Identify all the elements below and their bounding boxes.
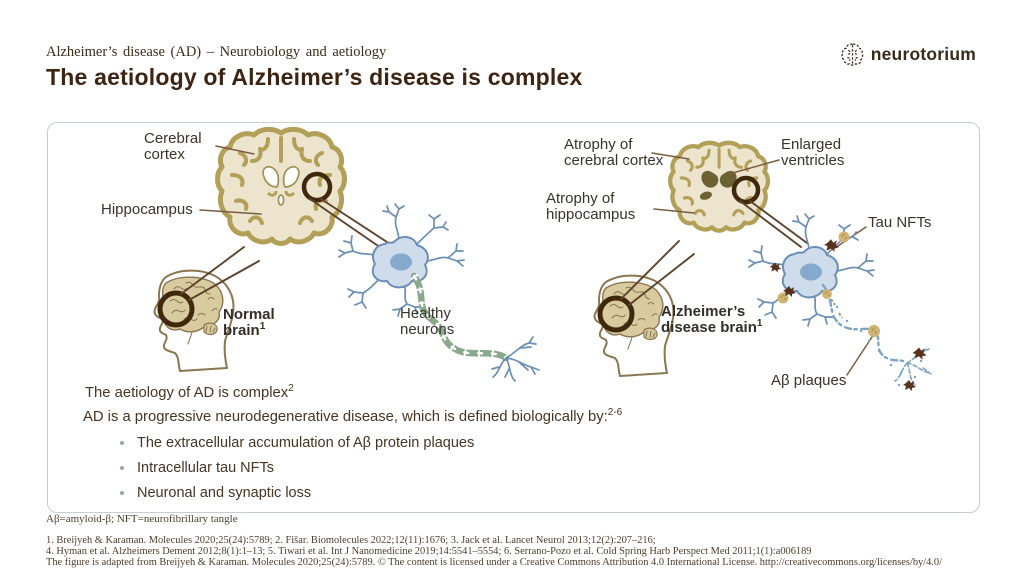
abbreviations-line: Aβ=amyloid-β; NFT=neurofibrillary tangle — [46, 513, 238, 525]
statement-line-1: The aetiology of AD is complex2 — [85, 383, 294, 401]
label-enlarged-ventricles: Enlarged ventricles — [781, 136, 845, 170]
bullet-dot-icon — [120, 441, 124, 445]
label-healthy-neurons: Healthy neurons — [400, 305, 455, 339]
references-block: 1. Breijyeh & Karaman. Molecules 2020;25… — [46, 535, 942, 569]
label-atrophy-cerebral-cortex: Atrophy of cerebral cortex — [564, 136, 664, 170]
label-tau-nfts: Tau NFTs — [868, 214, 932, 231]
label-normal-brain: Normal brain1 — [223, 306, 275, 340]
brain-logo-icon — [840, 42, 865, 67]
statement-bullets: The extracellular accumulation of Aβ pro… — [120, 435, 474, 510]
bullet-item: Intracellular tau NFTs — [120, 460, 474, 476]
bullet-dot-icon — [120, 491, 124, 495]
figure-panel: Cerebral cortex Hippocampus Normal brain… — [47, 122, 980, 513]
statement-line-2: AD is a progressive neurodegenerative di… — [83, 407, 623, 425]
reference-line: 1. Breijyeh & Karaman. Molecules 2020;25… — [46, 535, 656, 546]
reference-line: The figure is adapted from Breijyeh & Ka… — [46, 557, 942, 569]
reference-line: 4. Hyman et al. Alzheimers Dement 2012;8… — [46, 546, 812, 558]
label-alzheimers-brain: Alzheimer’s disease brain1 — [661, 303, 763, 337]
bullet-item: Neuronal and synaptic loss — [120, 485, 474, 501]
figure-illustration — [153, 123, 932, 391]
slide-eyebrow: Alzheimer’s disease (AD) – Neurobiology … — [46, 44, 387, 60]
logo-wordmark: neurotorium — [870, 44, 976, 64]
neurotorium-logo: neurotorium — [840, 42, 976, 67]
bullet-dot-icon — [120, 466, 124, 470]
label-cerebral-cortex: Cerebral cortex — [144, 130, 202, 164]
label-abeta-plaques: Aβ plaques — [771, 372, 847, 389]
page-title: The aetiology of Alzheimer’s disease is … — [46, 64, 583, 90]
label-hippocampus: Hippocampus — [101, 201, 193, 218]
label-atrophy-hippocampus: Atrophy of hippocampus — [546, 190, 636, 224]
bullet-item: The extracellular accumulation of Aβ pro… — [120, 435, 474, 451]
